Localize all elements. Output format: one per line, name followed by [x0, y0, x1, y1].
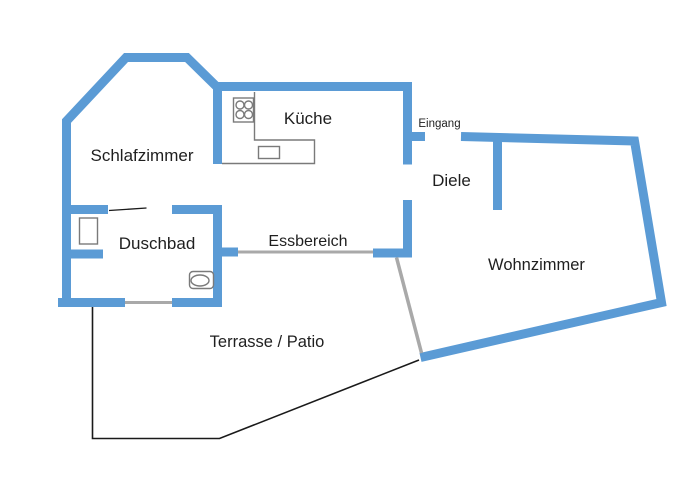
room-label-duschbad: Duschbad — [119, 234, 196, 253]
living-room-outer-wall — [419, 132, 667, 362]
bathroom-door-line — [108, 207, 147, 212]
room-label-terrasse-patio: Terrasse / Patio — [210, 333, 325, 351]
essbereich-right-wall — [373, 200, 412, 258]
kitchen-sink-icon — [257, 145, 281, 160]
toilet-icon — [188, 270, 215, 290]
washbasin-icon — [78, 217, 99, 245]
outer-wall-left-top — [62, 53, 412, 307]
terrace-boundary-line — [91, 307, 420, 440]
room-label-eingang: Eingang — [418, 118, 460, 130]
room-label-essbereich: Essbereich — [268, 233, 347, 250]
bathroom-walls — [58, 205, 238, 307]
kitchen-counter-outline — [222, 92, 316, 165]
stove-icon — [232, 97, 255, 123]
room-label-kueche: Küche — [284, 109, 332, 128]
room-label-schlafzimmer: Schlafzimmer — [91, 146, 194, 165]
room-label-wohnzimmer: Wohnzimmer — [488, 256, 585, 274]
room-label-diele: Diele — [432, 171, 471, 190]
living-room-window — [394, 257, 424, 354]
